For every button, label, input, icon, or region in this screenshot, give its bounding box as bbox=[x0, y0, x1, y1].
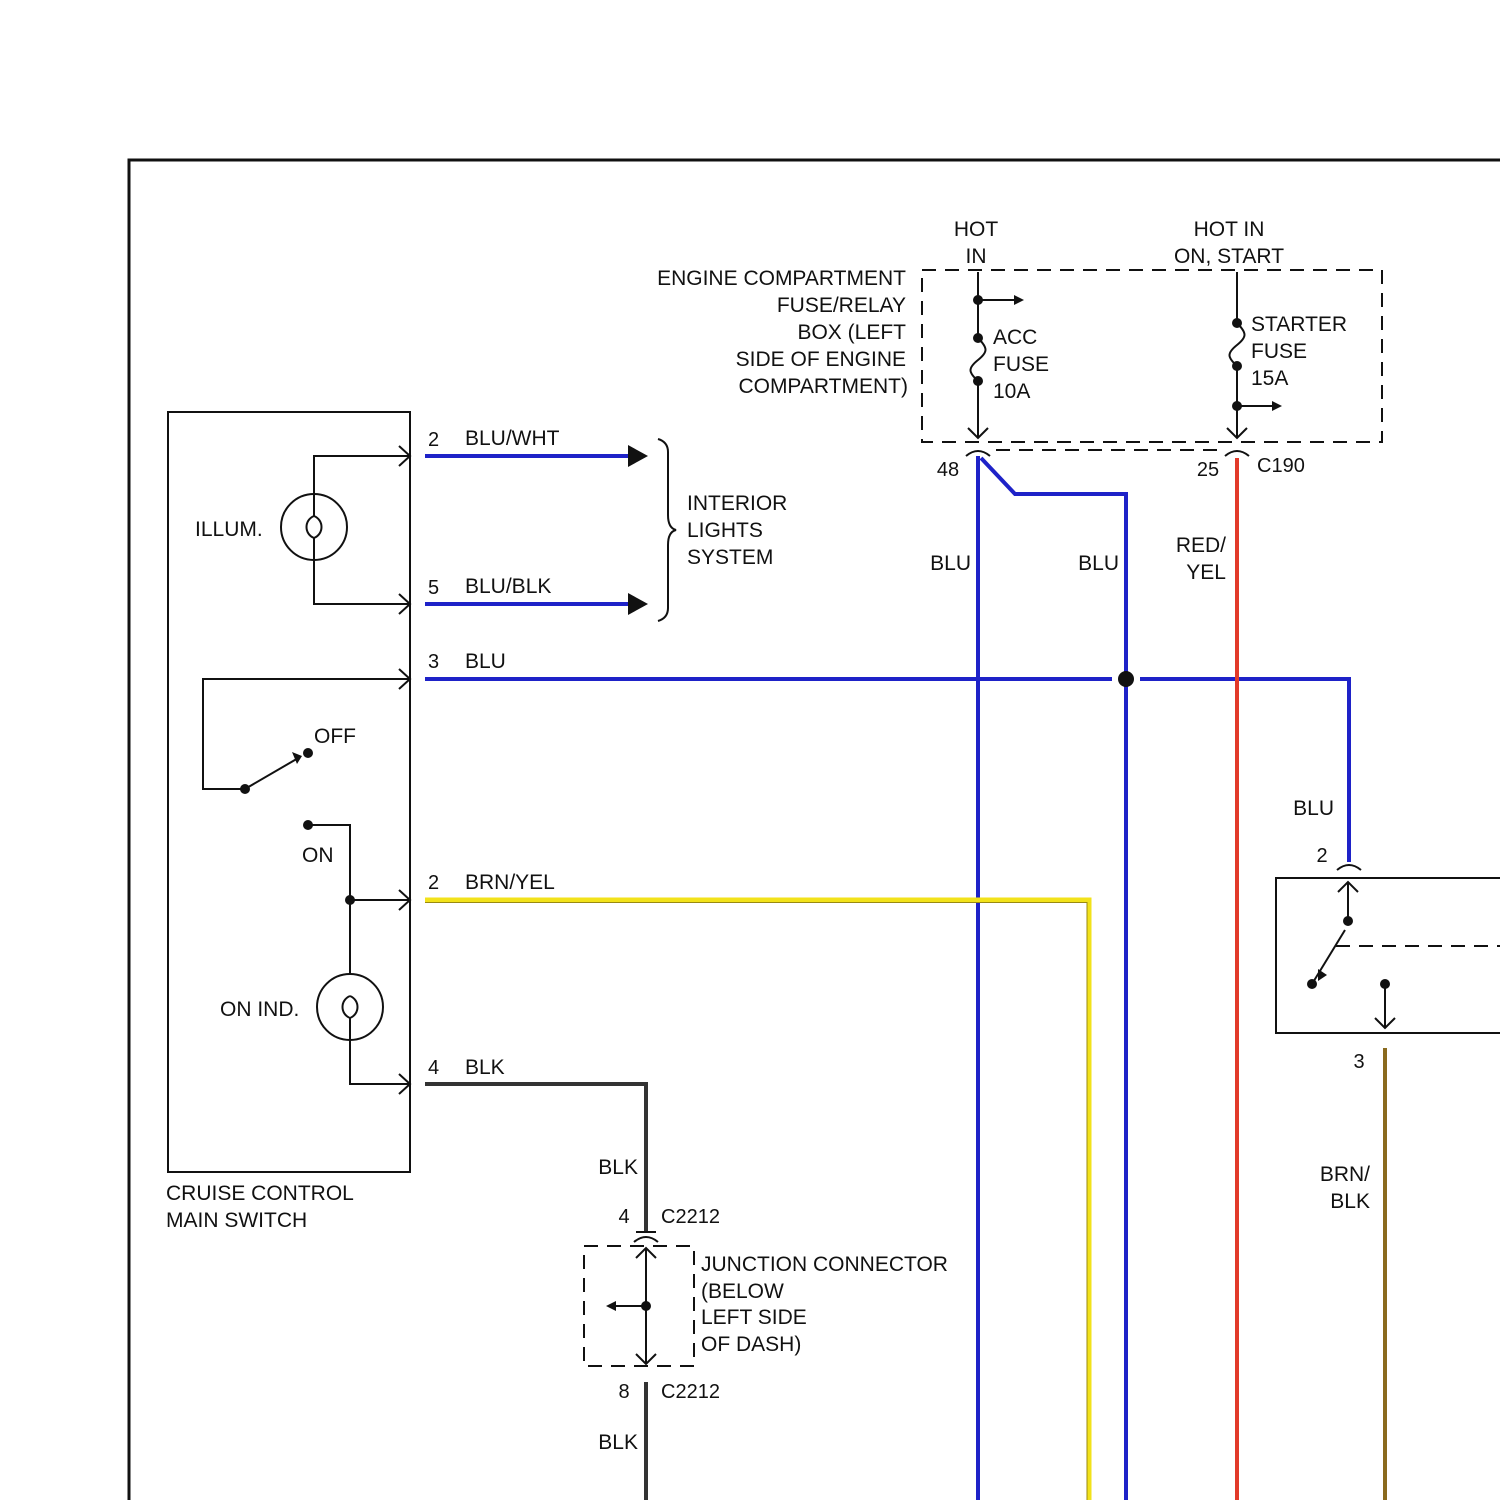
off-label: OFF bbox=[314, 725, 356, 748]
starter-branch-arrow-head bbox=[1272, 401, 1282, 411]
starter-fuse-symbol bbox=[1230, 323, 1245, 366]
arrow-head-blu-wht bbox=[628, 445, 648, 467]
acc-fuse-symbol bbox=[971, 338, 986, 381]
wire-label-blu-right: BLU bbox=[1293, 797, 1334, 820]
arrow-head-blu-blk bbox=[628, 593, 648, 615]
wire-label-blu-wht: BLU/WHT bbox=[465, 427, 560, 450]
off-switch-wire bbox=[203, 679, 410, 789]
wire-pin-brn-yel: 2 bbox=[428, 872, 439, 894]
right-switch-blade-tip bbox=[1318, 969, 1327, 981]
junction-title-line2: (BELOW bbox=[701, 1280, 784, 1303]
wire-label-blk-lower: BLK bbox=[598, 1431, 638, 1454]
right-switch-contact bbox=[1343, 916, 1353, 926]
wire-label-brn-blk-line2: BLK bbox=[1330, 1190, 1370, 1213]
junction-branch-arrow-head bbox=[606, 1301, 616, 1311]
illum-wire-bottom bbox=[314, 560, 410, 604]
acc-fuse-line1: ACC bbox=[993, 326, 1037, 349]
splice-dot bbox=[1118, 671, 1134, 687]
wire-pin-blk: 4 bbox=[428, 1057, 439, 1079]
wire-label-red-yel-line2: YEL bbox=[1186, 561, 1226, 584]
right-switch-top-pin: 2 bbox=[1316, 845, 1327, 867]
right-switch-pivot bbox=[1307, 979, 1317, 989]
wire-pin-blu-wht: 2 bbox=[428, 429, 439, 451]
illum-label: ILLUM. bbox=[195, 518, 263, 541]
interior-lights-line1: INTERIOR bbox=[687, 492, 787, 515]
right-switch-box bbox=[1276, 878, 1500, 1033]
illum-bulb-filament bbox=[307, 494, 322, 560]
main-switch-title-line2: MAIN SWITCH bbox=[166, 1209, 307, 1232]
junction-bottom-pin: 8 bbox=[618, 1381, 629, 1403]
wire-label-blu-mid: BLU bbox=[1078, 552, 1119, 575]
acc-branch-arrow-head bbox=[1014, 295, 1024, 305]
wire-label-blu: BLU bbox=[465, 650, 506, 673]
main-switch-title-line1: CRUISE CONTROL bbox=[166, 1182, 354, 1205]
wire-blu-horizontal bbox=[425, 679, 1349, 862]
on-label: ON bbox=[302, 844, 334, 867]
engine-box-title-line5: COMPARTMENT) bbox=[738, 375, 908, 398]
starter-fuse-line1: STARTER bbox=[1251, 313, 1347, 336]
junction-top-pin: 4 bbox=[618, 1206, 629, 1228]
off-switch-blade-tip bbox=[292, 752, 302, 764]
on-ind-label: ON IND. bbox=[220, 998, 299, 1021]
pin-48: 48 bbox=[937, 459, 959, 481]
wire-blu-vertical-mid bbox=[981, 458, 1126, 1500]
interior-lights-line3: SYSTEM bbox=[687, 546, 773, 569]
engine-box-title-line2: FUSE/RELAY bbox=[777, 294, 906, 317]
interior-lights-brace bbox=[658, 439, 676, 621]
junction-bottom-connector: C2212 bbox=[661, 1381, 720, 1403]
c190-connector-left bbox=[966, 451, 990, 456]
starter-fuse-line2: FUSE bbox=[1251, 340, 1307, 363]
hot-in-left-line1: HOT bbox=[954, 218, 999, 241]
wire-label-blu-left: BLU bbox=[930, 552, 971, 575]
wire-brn-yel-edge bbox=[425, 903, 1087, 1500]
wire-label-red-yel-line1: RED/ bbox=[1176, 534, 1226, 557]
junction-top-connector: C2212 bbox=[661, 1206, 720, 1228]
interior-lights-line2: LIGHTS bbox=[687, 519, 763, 542]
illum-wire-top bbox=[314, 456, 410, 494]
wire-brn-yel bbox=[425, 900, 1089, 1500]
hot-in-right-line1: HOT IN bbox=[1194, 218, 1265, 241]
engine-box-title-line3: BOX (LEFT bbox=[797, 321, 906, 344]
junction-title-line4: OF DASH) bbox=[701, 1333, 801, 1356]
pin-25: 25 bbox=[1197, 459, 1219, 481]
wire-pin-blu: 3 bbox=[428, 651, 439, 673]
acc-fuse-line2: FUSE bbox=[993, 353, 1049, 376]
off-contact bbox=[303, 748, 313, 758]
wire-label-blu-blk: BLU/BLK bbox=[465, 575, 551, 598]
right-switch-bottom-pin: 3 bbox=[1353, 1051, 1364, 1073]
junction-title-line3: LEFT SIDE bbox=[701, 1306, 807, 1329]
hot-in-right-line2: ON, START bbox=[1174, 245, 1284, 268]
engine-box-title-line4: SIDE OF ENGINE bbox=[736, 348, 906, 371]
connector-c190: C190 bbox=[1257, 455, 1305, 477]
wire-label-blk-upper: BLK bbox=[598, 1156, 638, 1179]
starter-fuse-line3: 15A bbox=[1251, 367, 1288, 390]
on-ind-bulb-filament bbox=[343, 996, 358, 1040]
wire-pin-blu-blk: 5 bbox=[428, 577, 439, 599]
acc-fuse-line3: 10A bbox=[993, 380, 1030, 403]
wire-label-brn-yel: BRN/YEL bbox=[465, 871, 555, 894]
engine-fuse-box-outline bbox=[922, 270, 1382, 442]
junction-title-line1: JUNCTION CONNECTOR bbox=[701, 1253, 948, 1276]
on-ind-wire-bottom bbox=[350, 1040, 410, 1084]
wire-label-brn-blk-line1: BRN/ bbox=[1320, 1163, 1370, 1186]
hot-in-left-line2: IN bbox=[966, 245, 987, 268]
junction-top-connector-cup bbox=[634, 1237, 658, 1242]
c190-connector-right bbox=[1225, 451, 1249, 456]
wire-label-blk: BLK bbox=[465, 1056, 505, 1079]
right-switch-blade bbox=[1312, 930, 1345, 984]
right-switch-top-connector bbox=[1337, 865, 1361, 870]
off-switch-blade bbox=[245, 757, 300, 789]
engine-box-title-line1: ENGINE COMPARTMENT bbox=[657, 267, 906, 290]
